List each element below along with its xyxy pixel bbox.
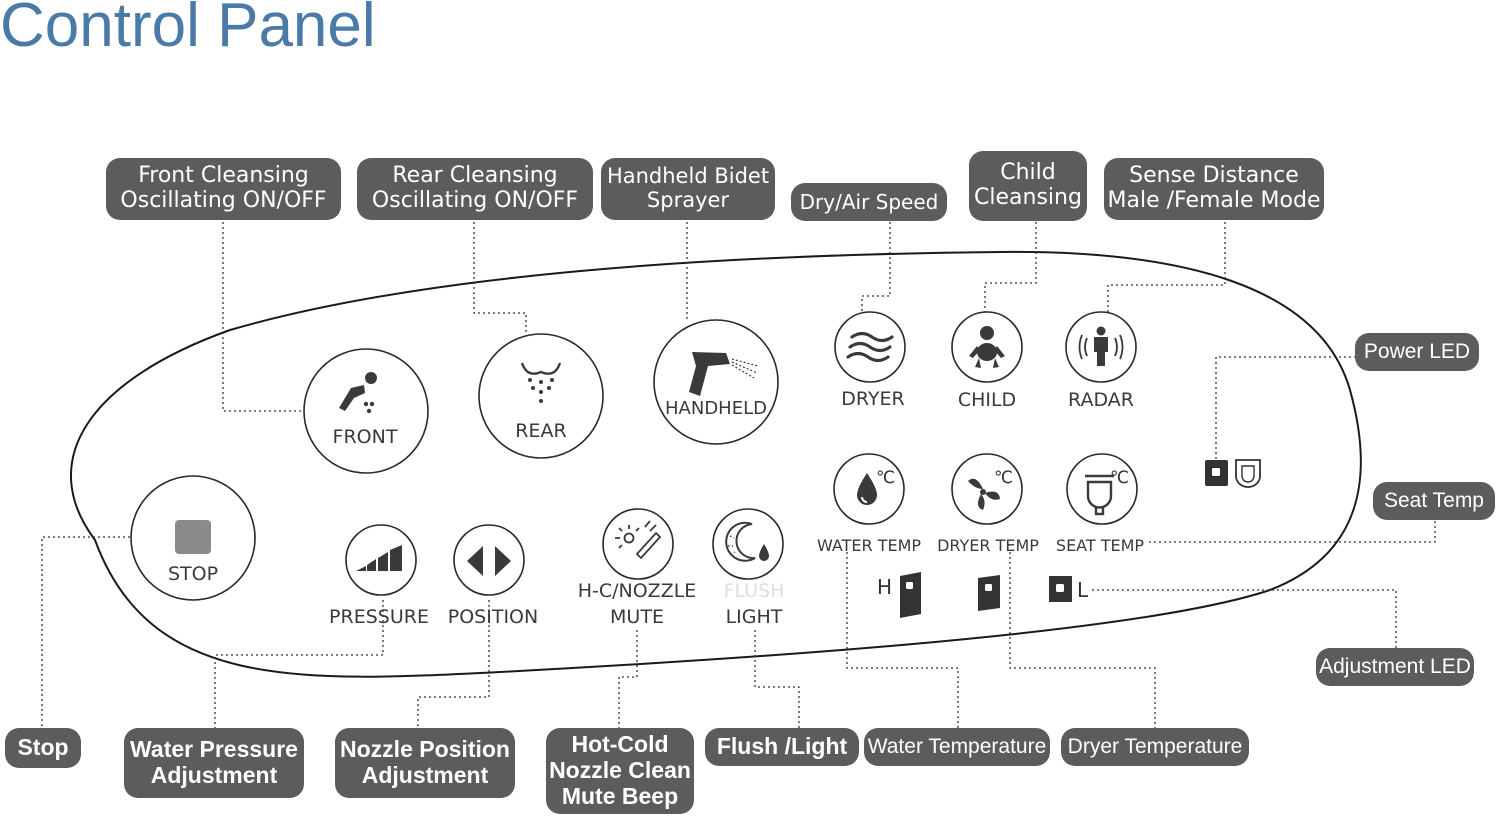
dryer-button-label: DRYER — [841, 388, 905, 410]
handheld-button[interactable] — [653, 319, 779, 445]
leader-radar — [1107, 222, 1226, 315]
child-button-label: CHILD — [957, 389, 1017, 411]
leader-power-led — [1215, 356, 1356, 460]
dryer-temp-led — [978, 575, 1000, 611]
water-temperature-label: Water Temperature — [864, 728, 1050, 766]
leader-child — [984, 222, 1037, 316]
leader-adjustment-led — [1090, 589, 1397, 648]
position-button-label: POSITION — [447, 606, 539, 628]
hc-nozzle-icon — [615, 520, 662, 560]
seat-temp-celsius: ℃ — [1110, 468, 1130, 488]
leader-lines — [41, 217, 1436, 728]
water-temp-icon — [857, 473, 877, 505]
dryer-temp-celsius: ℃ — [994, 468, 1014, 488]
seat-temp-led — [1049, 576, 1072, 602]
mute-button-label: MUTE — [610, 606, 664, 628]
pressure-button-label: PRESSURE — [329, 606, 429, 628]
page-title: Control Panel — [0, 0, 376, 60]
dryer-temp-button[interactable] — [951, 453, 1023, 525]
panel-outline — [69, 250, 1362, 678]
flush-light-button[interactable] — [712, 508, 784, 580]
leader-hc-nozzle — [618, 630, 638, 728]
child-icon — [969, 326, 1005, 368]
stop-button-label: STOP — [167, 563, 219, 585]
leader-seat-temp — [1148, 516, 1436, 543]
seat-temp-button-label: SEAT TEMP — [1055, 536, 1145, 555]
rear-icon — [520, 362, 562, 403]
position-icon — [467, 546, 511, 576]
hc-nozzle-button[interactable] — [602, 508, 674, 580]
flush-light-label: Flush /Light — [705, 728, 859, 766]
dryer-icon — [846, 331, 894, 363]
water-temp-button-label: WATER TEMP — [816, 536, 922, 555]
radar-icon — [1078, 326, 1124, 366]
adjustment-led-label: Adjustment LED — [1316, 648, 1474, 686]
hc-nozzle-button-label: H-C/NOZZLE — [577, 580, 697, 602]
front-button-label: FRONT — [332, 426, 398, 448]
flush-button-label: FLUSH — [723, 580, 785, 602]
power-led-label: Power LED — [1355, 333, 1479, 371]
rear-button-label: REAR — [515, 420, 567, 442]
handheld-icon — [689, 352, 759, 396]
led-low-label: L — [1077, 578, 1089, 602]
dryer-temp-icon — [968, 478, 1000, 510]
leader-water-temp — [846, 552, 959, 728]
seat-temp-icon — [1085, 474, 1114, 516]
handheld-button-label: HANDHELD — [665, 398, 767, 419]
pressure-icon — [356, 545, 402, 571]
water-temp-led — [900, 572, 921, 618]
leader-dryer-temp — [1009, 552, 1156, 728]
position-button[interactable] — [453, 524, 525, 596]
radar-button-label: RADAR — [1068, 389, 1134, 411]
leader-dryer — [861, 222, 891, 318]
leader-rear — [473, 217, 527, 337]
front-icon — [339, 372, 377, 414]
leader-flush-light — [754, 630, 800, 728]
rear-button[interactable] — [478, 333, 604, 459]
dry-air-speed-label: Dry/Air Speed — [791, 183, 947, 221]
light-button-label: LIGHT — [725, 606, 783, 628]
led-high-label: H — [877, 575, 893, 599]
flush-light-icon — [725, 521, 769, 562]
stop-label: Stop — [5, 728, 81, 768]
front-button[interactable] — [303, 348, 429, 474]
seat-temp-label: Seat Temp — [1373, 482, 1495, 520]
seat-temp-button[interactable] — [1066, 453, 1138, 525]
leader-stop — [41, 536, 130, 728]
water-temp-celsius: ℃ — [876, 468, 896, 488]
stop-icon — [175, 520, 211, 554]
dryer-temperature-label: Dryer Temperature — [1061, 728, 1249, 766]
dryer-temp-button-label: DRYER TEMP — [937, 536, 1039, 555]
power-led — [1205, 459, 1261, 488]
